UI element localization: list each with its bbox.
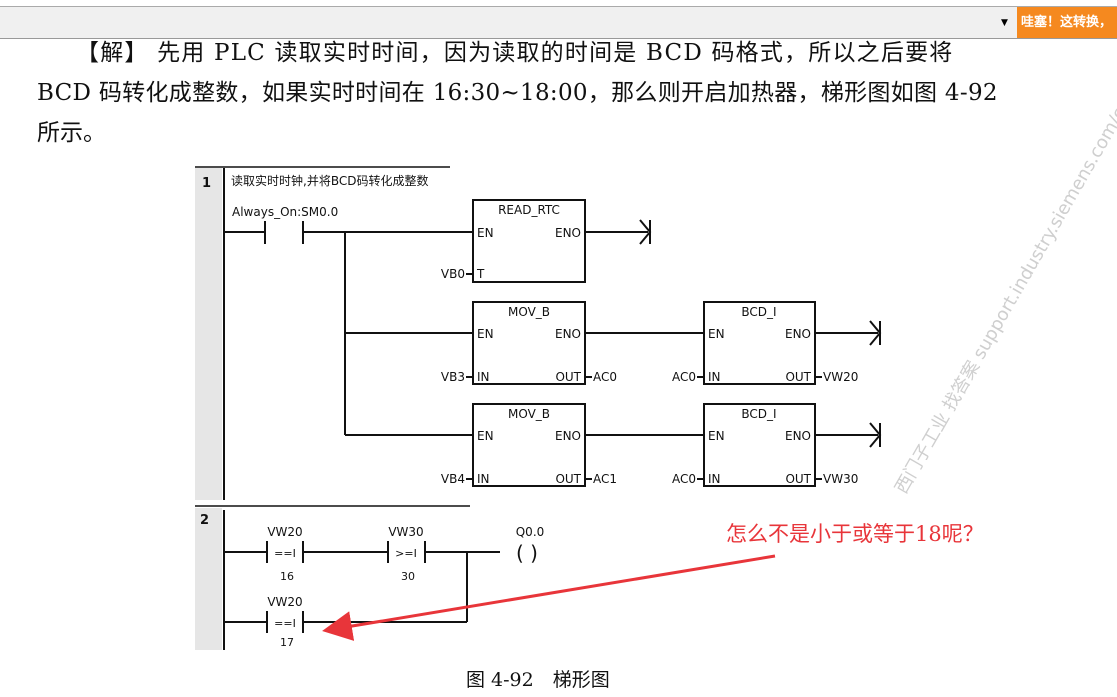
body-text-line-1: 【解】 先用 PLC 读取实时时间，因为读取的时间是 BCD 码格式，所以之后要… [76, 40, 954, 66]
translate-badge[interactable]: 哇塞！这转换， [1017, 7, 1117, 38]
bcd2-eno: ENO [785, 429, 811, 443]
c3-addr: VW20 [267, 595, 302, 609]
rung-number-1: 1 [202, 176, 211, 191]
figure-caption: 图 4-92 梯形图 [466, 669, 610, 691]
bcd2-en: EN [708, 429, 725, 443]
body-text-line-2: BCD 码转化成整数，如果实时时间在 16:30~18:00，那么则开启加热器，… [37, 80, 998, 106]
mov2-eno: ENO [555, 429, 581, 443]
bcd2-title: BCD_I [741, 407, 776, 421]
bcd2-in: IN [708, 472, 721, 486]
contact-label: Always_On:SM0.0 [232, 205, 338, 219]
browser-tab-strip [0, 0, 1117, 7]
annotation-note: 怎么不是小于或等于18呢？ [726, 522, 984, 546]
annotation-arrow [322, 554, 776, 641]
mov2-in-value: VB4 [441, 472, 465, 486]
bcd2-out: OUT [785, 472, 811, 486]
mov2-in: IN [477, 472, 490, 486]
bcd1-out: OUT [785, 370, 811, 384]
c1-addr: VW20 [267, 525, 302, 539]
bcd1-en: EN [708, 327, 725, 341]
mov1-title: MOV_B [508, 305, 550, 319]
c2-op: >=I [395, 547, 417, 560]
mov2-title: MOV_B [508, 407, 550, 421]
c1-op: ==I [274, 547, 296, 560]
rung-number-2: 2 [200, 513, 209, 528]
bcd1-title: BCD_I [741, 305, 776, 319]
bcd1-eno: ENO [785, 327, 811, 341]
coil-addr: Q0.0 [516, 525, 545, 539]
mov1-in-value: VB3 [441, 370, 465, 384]
mov1-eno: ENO [555, 327, 581, 341]
mov1-en: EN [477, 327, 494, 341]
c3-value: 17 [280, 636, 294, 649]
c1-value: 16 [280, 570, 294, 583]
read-rtc-en: EN [477, 226, 494, 240]
mov2-out: OUT [555, 472, 581, 486]
read-rtc-eno: ENO [555, 226, 581, 240]
toolbar: ▼ 哇塞！这转换， [0, 7, 1117, 39]
body-text-line-3: 所示。 [37, 120, 106, 146]
bcd2-out-value: VW30 [823, 472, 858, 486]
mov2-out-value: AC1 [593, 472, 617, 486]
read-rtc-title: READ_RTC [498, 203, 560, 217]
rung-comment: 读取实时时钟,并将BCD码转化成整数 [231, 173, 428, 188]
coil-symbol: ( ) [516, 541, 538, 565]
c2-value: 30 [401, 570, 415, 583]
mov2-en: EN [477, 429, 494, 443]
c2-addr: VW30 [388, 525, 423, 539]
mov1-in: IN [477, 370, 490, 384]
caret-down-icon[interactable]: ▼ [1001, 18, 1008, 28]
c3-op: ==I [274, 617, 296, 630]
mov1-out-value: AC0 [593, 370, 617, 384]
mov1-out: OUT [555, 370, 581, 384]
bcd2-in-value: AC0 [672, 472, 696, 486]
bcd1-out-value: VW20 [823, 370, 858, 384]
bcd1-in: IN [708, 370, 721, 384]
read-rtc-t: T [476, 267, 485, 281]
bcd1-in-value: AC0 [672, 370, 696, 384]
read-rtc-t-value: VB0 [441, 267, 465, 281]
watermark: 西门子工业 找答案 support.industry.siemens.com/c… [891, 96, 1117, 498]
